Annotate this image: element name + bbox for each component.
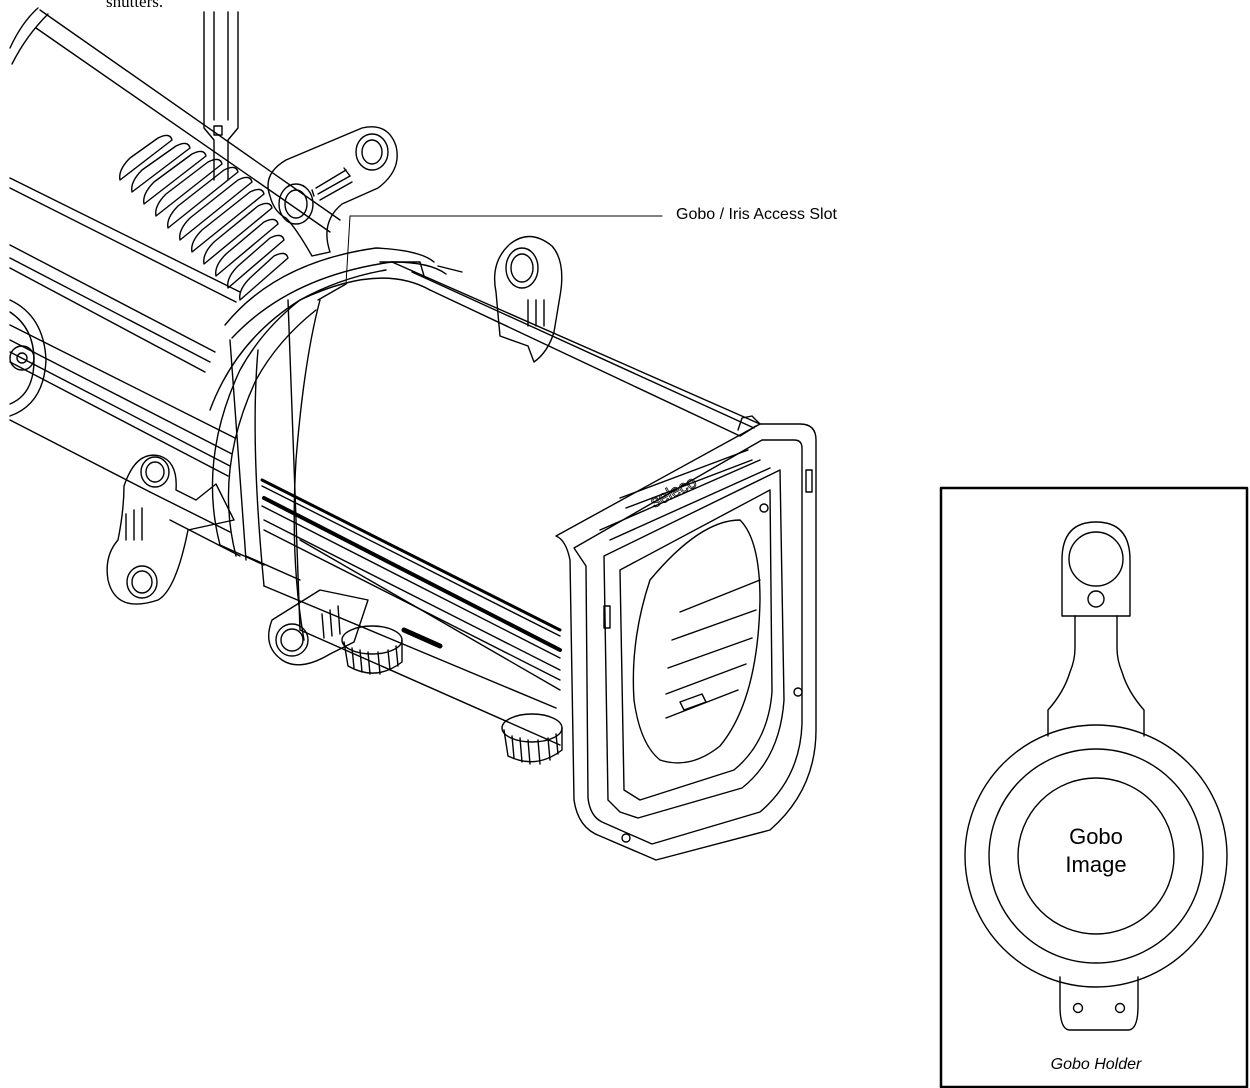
callout-gobo-iris-access-slot: Gobo / Iris Access Slot xyxy=(676,206,837,223)
bottom-hole-right xyxy=(1114,1002,1126,1014)
gobo-holder-drawing xyxy=(964,521,1228,1031)
focus-knob-left xyxy=(341,625,443,675)
gobo-image-label-line1: Gobo xyxy=(1069,824,1123,849)
focus-collar xyxy=(209,247,463,631)
gobo-image-circle xyxy=(1017,777,1175,935)
top-text-fragment: shutters. xyxy=(106,0,164,11)
gobo-image-label-line2: Image xyxy=(1065,852,1127,877)
inset-frame xyxy=(939,486,1249,1088)
top-large-hole xyxy=(1068,531,1124,587)
yoke-bar xyxy=(203,11,239,181)
focus-knob-right xyxy=(501,713,563,765)
upper-right-handle xyxy=(493,235,563,363)
lens-tube xyxy=(149,261,761,746)
body-tube xyxy=(9,9,341,493)
vent-slots xyxy=(119,134,289,301)
front-frame xyxy=(555,415,817,861)
lamp-knob xyxy=(9,299,47,417)
bottom-hole-left xyxy=(1072,1002,1084,1014)
upper-handle xyxy=(267,126,398,257)
bottom-handle xyxy=(268,589,369,666)
gobo-holder-caption: Gobo Holder xyxy=(1050,1056,1142,1073)
lower-left-handle xyxy=(106,454,235,605)
upper-curve xyxy=(9,7,39,49)
top-small-hole xyxy=(1087,590,1105,608)
